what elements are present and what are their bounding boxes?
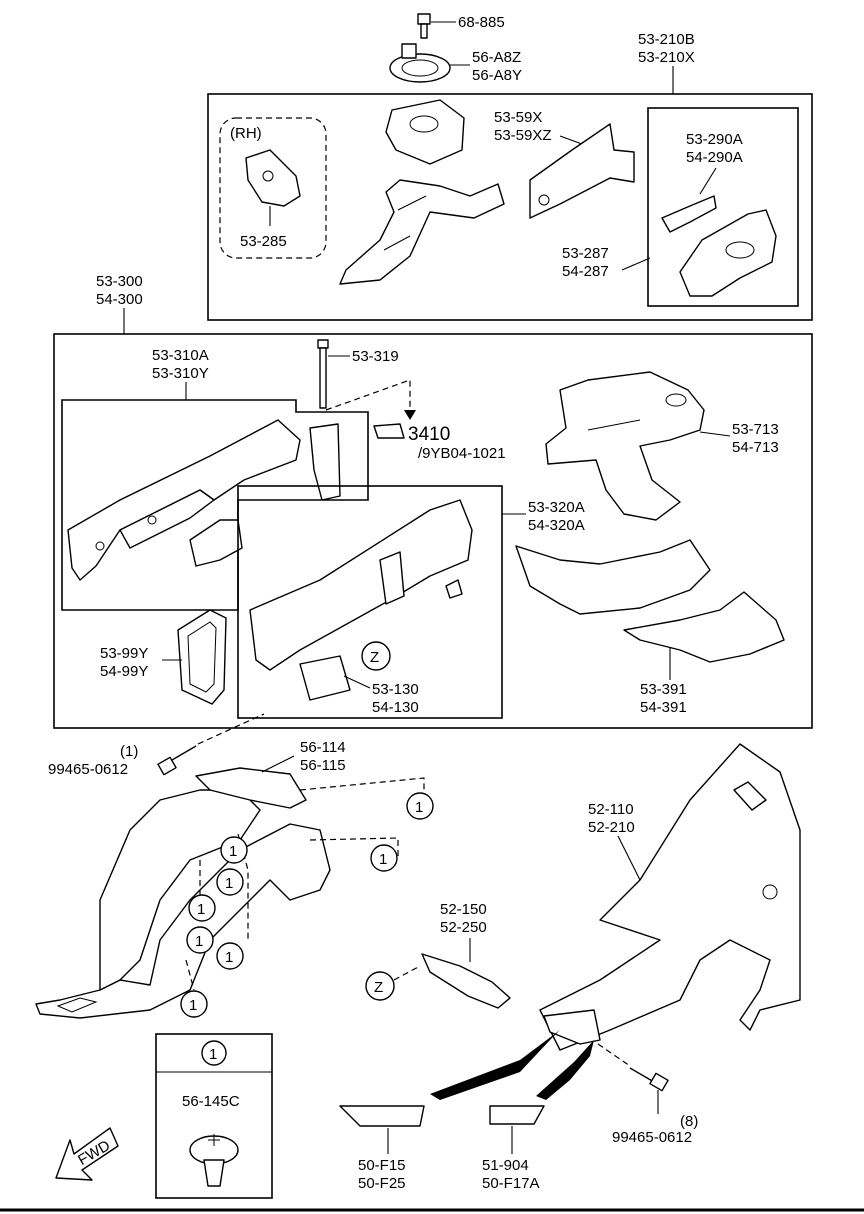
assembly-box-53-310a — [61, 399, 369, 611]
rh-dashed-box — [219, 117, 327, 259]
svg-text:1: 1 — [229, 843, 237, 860]
label-rh: (RH) — [230, 125, 262, 142]
label-3410: 3410 — [408, 424, 450, 445]
apron-53-713-icon — [545, 371, 705, 521]
bracket-52-150-icon — [421, 953, 511, 1009]
label-52-250: 52-250 — [440, 919, 487, 936]
label-z-2: Z — [374, 979, 383, 996]
fwd-arrow-icon: FWD — [55, 1127, 119, 1181]
label-52-150: 52-150 — [440, 901, 487, 918]
svg-text:1: 1 — [197, 901, 205, 918]
label-54-713: 54-713 — [732, 439, 779, 456]
assembly-box-53-300 — [53, 333, 813, 729]
label-53-310y: 53-310Y — [152, 365, 209, 382]
label-52-210: 52-210 — [588, 819, 635, 836]
strut-tower-icon — [339, 99, 505, 285]
seal-strip-1-icon — [430, 1030, 560, 1100]
pad-51-904-icon — [489, 1105, 545, 1125]
label-50-f25: 50-F25 — [358, 1175, 406, 1192]
fender-liner-icon — [35, 767, 331, 1019]
assembly-box-53-290a — [647, 107, 799, 307]
label-z-1: Z — [370, 649, 379, 666]
legend-box — [155, 1033, 273, 1199]
mount-plate-icon — [389, 43, 451, 83]
label-53-210x: 53-210X — [638, 49, 695, 66]
label-50-f17a: 50-F17A — [482, 1175, 540, 1192]
reference-part-3410-icon — [373, 423, 405, 439]
label-54-300: 54-300 — [96, 291, 143, 308]
clip-56-145c-icon — [189, 1134, 239, 1187]
label-56-114: 56-114 — [300, 739, 346, 756]
label-53-59x: 53-59X — [494, 109, 542, 126]
legend-part-56-145c: 56-145C — [182, 1093, 240, 1110]
label-53-290a: 53-290A — [686, 131, 743, 148]
bracket-fender-lower-icon — [543, 1009, 601, 1045]
label-53-59xz: 53-59XZ — [494, 127, 552, 144]
front-fender-icon — [539, 743, 801, 1051]
callout-z-2 — [365, 971, 395, 1001]
bolt-99465-icon-2 — [629, 1067, 669, 1092]
label-54-99y: 54-99Y — [100, 663, 148, 680]
svg-text:1: 1 — [195, 933, 203, 950]
gasket-53-99y-icon — [177, 609, 227, 705]
label-53-210b: 53-210B — [638, 31, 695, 48]
assembly-box-53-320a — [237, 485, 503, 719]
label-53-319: 53-319 — [352, 348, 399, 365]
label-56-a8z: 56-A8Z — [472, 49, 521, 66]
frame-53-320a-icon — [249, 499, 473, 701]
bracket-53-290a-icon — [661, 195, 717, 233]
label-56-a8y: 56-A8Y — [472, 67, 522, 84]
label-9yb04-1021: /9YB04-1021 — [418, 445, 506, 462]
label-53-287: 53-287 — [562, 245, 609, 262]
label-qty-8: (8) — [680, 1113, 698, 1130]
bracket-53-59x-icon — [529, 123, 635, 219]
pad-50-f15-icon — [339, 1105, 425, 1127]
bolt-53-319-icon — [317, 339, 329, 409]
label-53-320a: 53-320A — [528, 499, 585, 516]
label-99465-0612-2: 99465-0612 — [612, 1129, 692, 1146]
label-qty-1: (1) — [120, 743, 138, 760]
bolt-68-885-icon — [417, 13, 431, 39]
label-56-115: 56-115 — [300, 757, 346, 774]
label-52-110: 52-110 — [588, 801, 634, 818]
label-54-290a: 54-290A — [686, 149, 743, 166]
callout-z-1 — [361, 641, 391, 671]
bolt-99465-icon-1 — [157, 745, 197, 776]
label-53-300: 53-300 — [96, 273, 143, 290]
assembly-box-53-210b — [207, 93, 813, 321]
seal-strip-2-icon — [536, 1040, 594, 1100]
label-53-713: 53-713 — [732, 421, 779, 438]
label-53-99y: 53-99Y — [100, 645, 148, 662]
label-68-885: 68-885 — [458, 14, 505, 31]
svg-text:1: 1 — [225, 875, 233, 892]
svg-text:1: 1 — [379, 851, 387, 868]
svg-text:1: 1 — [189, 997, 197, 1014]
arrow-down-icon — [404, 410, 416, 420]
svg-text:1: 1 — [415, 799, 423, 816]
label-53-130: 53-130 — [372, 681, 419, 698]
label-51-904: 51-904 — [482, 1157, 529, 1174]
callout-1-group: 1 1 1 1 1 1 1 1 — [180, 792, 434, 1018]
label-54-391: 54-391 — [640, 699, 687, 716]
label-54-320a: 54-320A — [528, 517, 585, 534]
label-53-285: 53-285 — [240, 233, 287, 250]
label-54-130: 54-130 — [372, 699, 419, 716]
label-53-310a: 53-310A — [152, 347, 209, 364]
label-53-391: 53-391 — [640, 681, 687, 698]
label-99465-0612-1: 99465-0612 — [48, 761, 128, 778]
svg-text:1: 1 — [225, 949, 233, 966]
label-50-f15: 50-F15 — [358, 1157, 406, 1174]
legend-callout-number: 1 — [209, 1046, 217, 1063]
member-53-287-icon — [679, 209, 777, 297]
panel-cowl-icon — [515, 539, 785, 663]
label-54-287: 54-287 — [562, 263, 609, 280]
frame-53-310a-icon — [67, 419, 341, 581]
